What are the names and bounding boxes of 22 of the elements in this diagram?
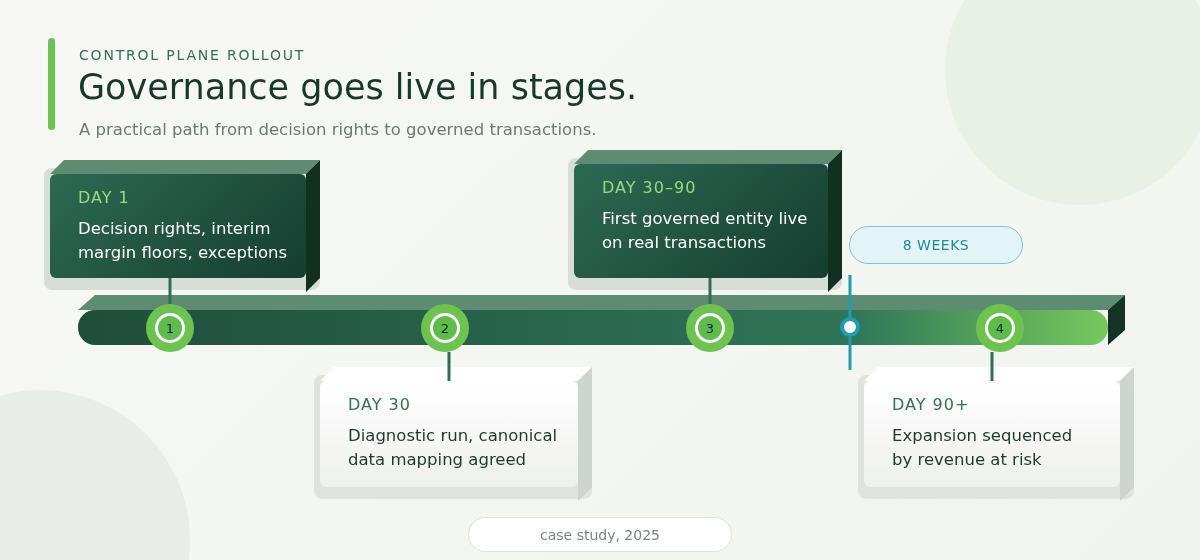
milestone-description: Expansion sequenced by revenue at risk — [892, 425, 1074, 471]
milestone-description: Diagnostic run, canonical data mapping agreed — [348, 425, 559, 471]
milestone-heading: DAY 90+ — [892, 395, 971, 414]
eyebrow-label: CONTROL PLANE ROLLOUT — [79, 47, 306, 63]
milestone-description: Decision rights, interim margin floors, exceptions — [78, 218, 289, 264]
connector-line — [168, 278, 172, 304]
milestone-heading: DAY 30–90 — [602, 178, 698, 197]
milestone-heading: DAY 30 — [348, 395, 412, 414]
milestone-card — [864, 381, 1120, 487]
marker-pill: 8 WEEKS — [849, 226, 1023, 264]
caption-pill: case study, 2025 — [468, 517, 732, 552]
connector-line — [990, 352, 994, 381]
milestone-description: First governed entity live on real transactions — [602, 208, 809, 254]
connector-line — [708, 278, 712, 304]
milestone-card — [320, 381, 578, 487]
milestone-card — [574, 164, 828, 278]
connector-line — [848, 273, 852, 372]
milestone-card — [50, 174, 306, 278]
subtitle: A practical path from decision rights to governed transactions. — [79, 120, 597, 139]
milestone-heading: DAY 1 — [78, 188, 131, 207]
title: Governance goes live in stages. — [78, 67, 638, 107]
connector-line — [447, 352, 451, 381]
